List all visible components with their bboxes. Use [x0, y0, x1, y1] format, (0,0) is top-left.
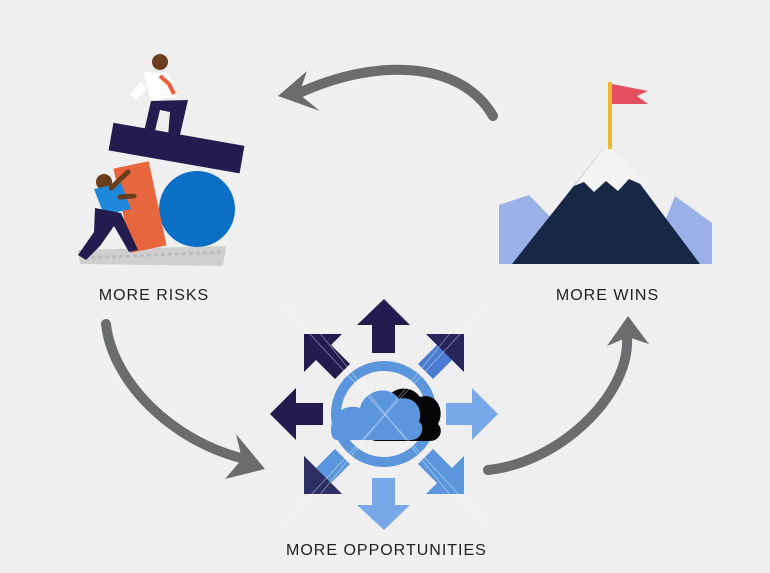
arrow-opportunities-to-wins [483, 316, 649, 475]
more-wins-label: MORE WINS [555, 287, 660, 304]
cloud-arrows-burst-icon [270, 299, 498, 530]
arrow-risks-to-opportunities [101, 319, 265, 479]
mountain-peak-flag-icon [499, 82, 712, 264]
people-balancing-blocks-icon [78, 54, 245, 266]
arrow-wins-to-risks [278, 64, 498, 121]
more-risks-label: MORE RISKS [98, 287, 210, 304]
more-opportunities-label: MORE OPPORTUNITIES [286, 542, 487, 559]
